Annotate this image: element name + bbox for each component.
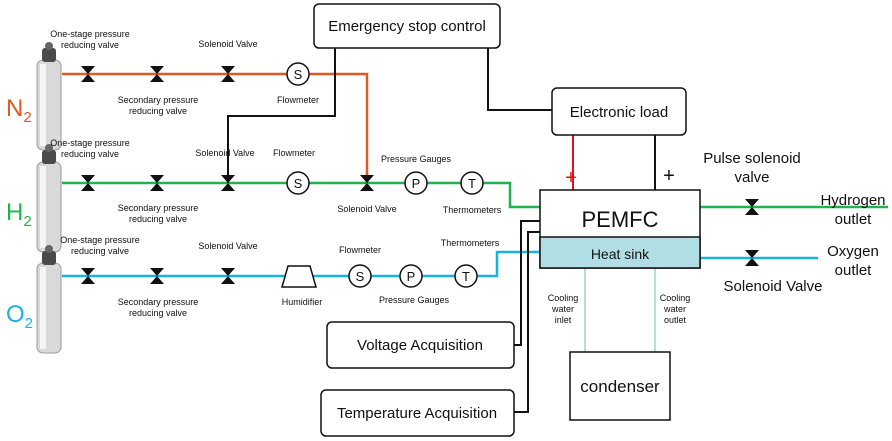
h2-one-stage-label-1: One-stage pressure — [50, 138, 130, 148]
o2-humidifier-icon — [281, 265, 317, 288]
n2-flowmeter-label: Flowmeter — [277, 95, 319, 105]
heat-sink-label: Heat sink — [591, 246, 650, 262]
temperature-wire — [514, 231, 540, 413]
h2-flowmeter-icon: S — [286, 171, 310, 195]
o2-flowmeter-symbol: S — [356, 269, 365, 284]
o2-secondary-label-2: reducing valve — [129, 308, 187, 318]
pulse-solenoid-label-1: Pulse solenoid — [703, 150, 801, 167]
h2-one-stage-label-2: reducing valve — [61, 149, 119, 159]
hydrogen-outlet-label-1: Hydrogen — [820, 192, 885, 209]
h2-cylinder-icon — [36, 143, 62, 253]
oxygen-outlet-label-2: outlet — [835, 262, 873, 279]
pemfc-label: PEMFC — [582, 207, 659, 232]
n2-subscript: 2 — [23, 109, 31, 126]
voltage-acquisition-label: Voltage Acquisition — [357, 337, 483, 354]
emergency-stop-label: Emergency stop control — [328, 18, 486, 35]
negative-terminal-label: + — [663, 165, 675, 187]
o2-one-stage-label-1: One-stage pressure — [60, 235, 140, 245]
h2-solenoid-label: Solenoid Valve — [195, 148, 254, 158]
h2-subscript: 2 — [23, 213, 31, 230]
emergency-to-load-wire — [487, 48, 552, 111]
h2-label: H2 — [6, 199, 32, 230]
h2-solenoid-2-label: Solenoid Valve — [337, 204, 396, 214]
electronic-load-label: Electronic load — [570, 104, 668, 121]
o2-solenoid-label: Solenoid Valve — [198, 241, 257, 251]
h2-thermometer-symbol: T — [468, 176, 476, 191]
emergency-stop-box[interactable]: Emergency stop control — [313, 3, 501, 49]
o2-secondary-label-1: Secondary pressure — [118, 297, 199, 307]
heat-sink-block — [539, 236, 701, 269]
h2-pipe — [62, 181, 540, 209]
voltage-acquisition-box[interactable]: Voltage Acquisition — [326, 321, 515, 369]
oxygen-outlet-label-1: Oxygen — [827, 243, 879, 260]
h2-pressure-label: Pressure Gauges — [381, 154, 452, 164]
o2-pressure-gauge-symbol: P — [407, 269, 416, 284]
o2-humidifier-label: Humidifier — [282, 297, 323, 307]
temperature-acquisition-label: Temperature Acquisition — [337, 405, 497, 422]
o2-thermometer-icon: T — [454, 264, 478, 288]
pulse-solenoid-label-2: valve — [734, 169, 769, 186]
o2-flowmeter-icon: S — [348, 264, 372, 288]
h2-secondary-label-2: reducing valve — [129, 214, 187, 224]
condenser-label: condenser — [580, 377, 660, 396]
n2-flowmeter-icon: S — [286, 62, 310, 86]
o2-flowmeter-label: Flowmeter — [339, 245, 381, 255]
o2-subscript: 2 — [25, 315, 33, 332]
emergency-to-h2-valve-wire — [227, 48, 336, 183]
n2-one-stage-label-2: reducing valve — [61, 40, 119, 50]
pemfc-block[interactable]: PEMFC Heat sink — [539, 189, 701, 269]
cooling-inlet-label-1: Cooling — [548, 293, 579, 303]
temperature-acquisition-box[interactable]: Temperature Acquisition — [320, 389, 515, 437]
n2-secondary-label-2: reducing valve — [129, 106, 187, 116]
hydrogen-outlet-label-2: outlet — [835, 211, 873, 228]
o2-label: O2 — [6, 301, 33, 332]
h2-secondary-label-1: Secondary pressure — [118, 203, 199, 213]
positive-terminal-label: + — [565, 167, 577, 189]
outlet-solenoid-label: Solenoid Valve — [724, 278, 823, 295]
h2-flowmeter-symbol: S — [294, 176, 303, 191]
cooling-outlet-label-2: water — [663, 304, 686, 314]
o2-pressure-label: Pressure Gauges — [379, 295, 450, 305]
n2-one-stage-label-1: One-stage pressure — [50, 29, 130, 39]
o2-symbol: O — [6, 301, 25, 328]
condenser-box[interactable]: condenser — [569, 351, 671, 421]
cooling-outlet-label-1: Cooling — [660, 293, 691, 303]
n2-pipe — [62, 72, 369, 183]
n2-label: N2 — [6, 95, 32, 126]
cooling-outlet-label-3: outlet — [664, 315, 687, 325]
voltage-wire — [514, 220, 540, 346]
h2-flowmeter-label: Flowmeter — [273, 148, 315, 158]
o2-cylinder-icon — [36, 244, 62, 354]
cooling-inlet-label-2: water — [551, 304, 574, 314]
n2-cylinder-icon — [36, 41, 62, 151]
o2-pipe — [62, 250, 540, 278]
n2-secondary-label-1: Secondary pressure — [118, 95, 199, 105]
n2-flowmeter-symbol: S — [294, 67, 303, 82]
h2-pressure-gauge-symbol: P — [412, 176, 421, 191]
o2-thermometer-symbol: T — [462, 269, 470, 284]
h2-thermometer-icon: T — [460, 171, 484, 195]
h2-symbol: H — [6, 199, 23, 226]
o2-pressure-gauge-icon: P — [399, 264, 423, 288]
h2-thermometers-label: Thermometers — [443, 205, 502, 215]
cooling-inlet-label-3: inlet — [555, 315, 572, 325]
o2-one-stage-label-2: reducing valve — [71, 246, 129, 256]
o2-thermometers-label: Thermometers — [441, 238, 500, 248]
h2-pressure-gauge-icon: P — [404, 171, 428, 195]
n2-solenoid-label: Solenoid Valve — [198, 39, 257, 49]
electronic-load-box[interactable]: Electronic load — [551, 87, 687, 136]
n2-symbol: N — [6, 95, 23, 122]
